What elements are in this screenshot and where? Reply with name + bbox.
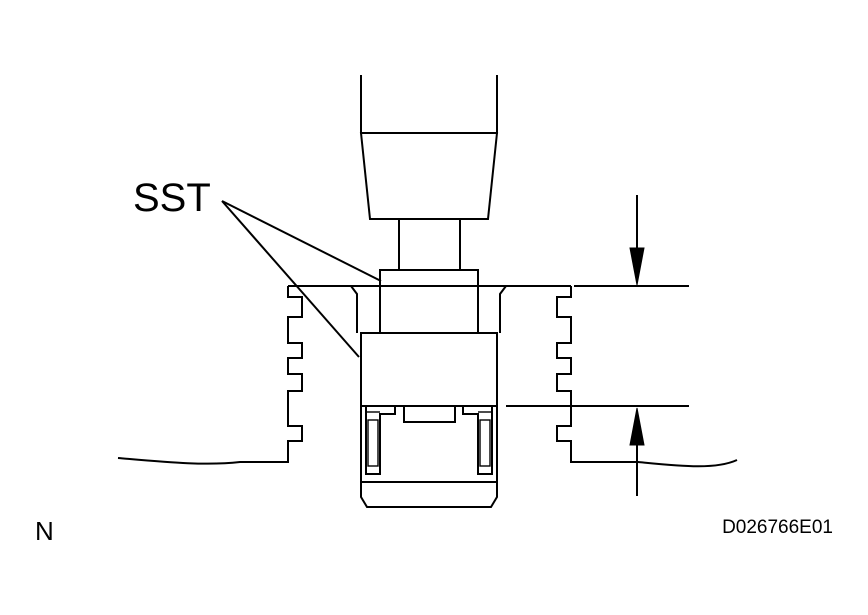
sst-leader-lines <box>221 200 382 358</box>
figure-code: D026766E01 <box>722 517 833 538</box>
housing-right-profile <box>556 286 738 468</box>
view-label: N <box>35 516 54 546</box>
sst-lower-block <box>360 332 498 407</box>
press-ram <box>359 75 499 271</box>
sst-label: SST <box>133 176 211 220</box>
housing-left-profile <box>117 286 303 465</box>
bore-wall-left <box>350 285 358 333</box>
depth-dimension <box>506 195 689 496</box>
seal-body <box>360 405 498 508</box>
sst-upper-block <box>379 269 479 334</box>
bore-wall-right <box>499 285 507 333</box>
